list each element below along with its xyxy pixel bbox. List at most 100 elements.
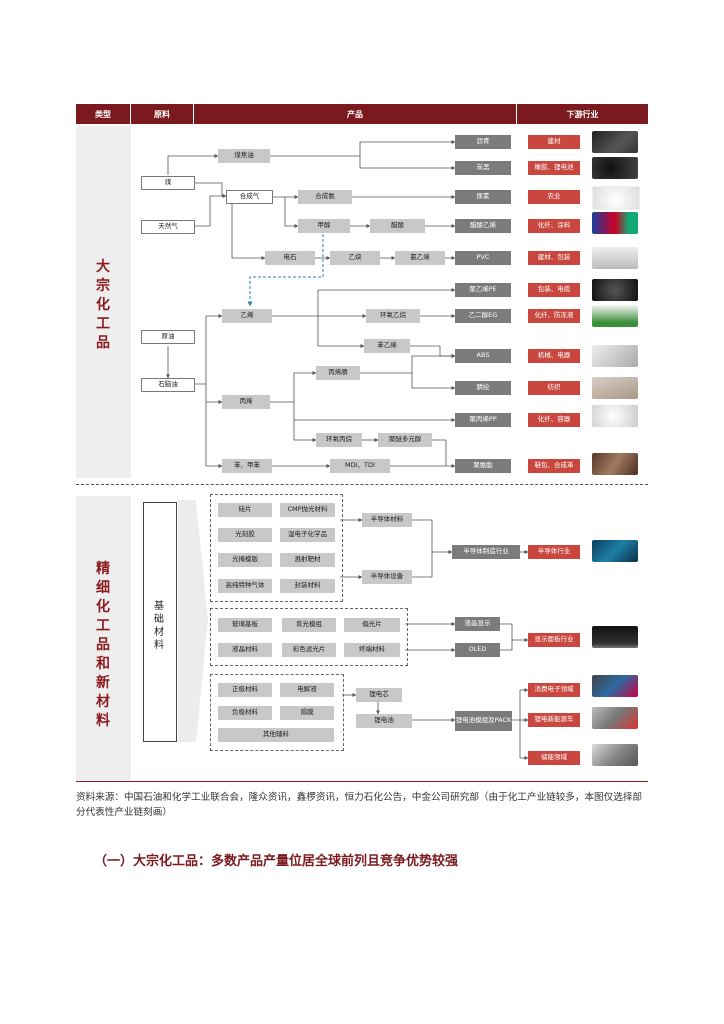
node-acetylene: 乙炔: [330, 251, 380, 265]
product-abs: ABS: [455, 349, 511, 363]
downstream-9: 化纤、容器: [528, 413, 580, 427]
node-acetic-acid: 醋酸: [370, 219, 425, 233]
fine-semi-manufacturing: 半导体制造行业: [452, 545, 520, 559]
fine-battery: 锂电池: [356, 714, 412, 728]
sidebar-fine: [76, 496, 131, 780]
fine-semi-industry: 半导体行业: [528, 545, 580, 559]
node-propylene-oxide: 环氧丙烷: [316, 433, 362, 447]
fine-lcd: 液晶显示: [455, 617, 500, 631]
source-divider: [76, 781, 648, 782]
downstream-5: 包装、电缆: [528, 283, 580, 297]
image-asphalt: [592, 131, 638, 153]
image-urea: [592, 186, 640, 210]
product-eg: 乙二醇EG: [455, 309, 511, 323]
product-asphalt: 沥青: [455, 135, 511, 149]
node-propylene: 丙烯: [222, 395, 270, 409]
fine-ev: 锂电新能源车: [528, 713, 580, 727]
fine-lc-material: 液晶材料: [218, 643, 272, 657]
product-pe: 聚乙烯PE: [455, 283, 511, 297]
image-cable-coil: [592, 279, 638, 301]
product-acrylic: 腈纶: [455, 381, 511, 395]
image-ev-battery: [592, 707, 638, 729]
downstream-6: 化纤、防冻液: [528, 309, 580, 323]
image-electronics: [592, 675, 638, 697]
downstream-1: 橡胶、锂电池: [528, 161, 580, 175]
fine-color-filter: 彩色滤光片: [282, 643, 336, 657]
fine-energy-storage: 储能领域: [528, 751, 580, 765]
node-natural-gas: 天然气: [141, 220, 195, 234]
group-battery: [210, 674, 344, 751]
downstream-8: 纺织: [528, 381, 580, 395]
downstream-3: 化纤、涂料: [528, 219, 580, 233]
group-semiconductor: [210, 494, 343, 602]
fine-semi-materials: 半导体材料: [362, 513, 412, 527]
fine-terminal-material: 终端材料: [344, 643, 400, 657]
section-heading: （一）大宗化工品：多数产品产量位居全球前列且竞争优势较强: [94, 854, 459, 869]
node-coal: 煤: [141, 176, 195, 190]
section-title-fine: 精细化工品和新材料: [96, 561, 110, 729]
fine-sputter-target: 溅射靶材: [280, 553, 335, 567]
fine-backlight: 背光模组: [282, 618, 336, 632]
source-note: 资料来源：中国石油和化学工业联合会，隆众资讯，鑫椤资讯，恒力石化公告，中金公司研…: [76, 792, 643, 818]
image-pvc-pipes: [592, 247, 638, 269]
product-carbon-black: 炭黑: [455, 161, 511, 175]
downstream-0: 建材: [528, 135, 580, 149]
fine-specialty-gas: 高纯特种气体: [218, 579, 272, 593]
node-crude: 原油: [141, 330, 195, 344]
image-monitor: [592, 626, 638, 648]
image-textile: [592, 377, 638, 399]
product-vinyl-acetate: 醋酸乙烯: [455, 219, 511, 233]
node-syngas: 合成气: [226, 190, 273, 204]
node-ethylene-oxide: 环氧乙烷: [366, 309, 420, 323]
sidebar-bulk: [76, 126, 131, 478]
node-styrene: 苯乙烯: [364, 339, 410, 353]
fine-display-industry: 显示面板行业: [528, 633, 580, 647]
image-antifreeze: [592, 305, 638, 327]
header-type: 类型: [76, 104, 130, 124]
downstream-4: 建材、包装: [528, 251, 580, 265]
header-product: 产品: [194, 104, 516, 124]
image-fiber-rolls: [592, 212, 638, 234]
fine-separator: 隔膜: [280, 706, 334, 720]
fine-glass-substrate: 玻璃基板: [218, 618, 272, 632]
header-downstream: 下游行业: [517, 104, 648, 124]
fine-electrolyte: 电解液: [280, 683, 334, 697]
fine-photoresist: 光刻胶: [218, 528, 272, 542]
downstream-10: 鞋包、合成革: [528, 459, 580, 473]
fine-auxiliary: 其他辅料: [218, 728, 334, 742]
fine-oled: OLED: [455, 643, 500, 657]
fine-cathode: 正极材料: [218, 683, 272, 697]
fine-battery-cell: 锂电芯: [356, 688, 402, 702]
fine-battery-pack: 锂电池模组及PACK: [455, 711, 512, 731]
section-title-bulk: 大宗化工品: [96, 259, 110, 351]
fine-consumer-electronics: 消费电子领域: [528, 683, 580, 697]
node-coal-tar: 煤焦油: [218, 149, 270, 163]
fine-semi-equipment: 半导体设备: [362, 570, 412, 584]
product-pp: 聚丙烯PP: [455, 413, 511, 427]
product-polyurethane: 聚氨酯: [455, 459, 511, 473]
downstream-7: 机械、电器: [528, 349, 580, 363]
fine-packaging: 封装材料: [280, 579, 335, 593]
fine-cmp: CMP抛光材料: [280, 503, 335, 517]
fine-anode: 负极材料: [218, 706, 272, 720]
image-abs-parts: [592, 345, 638, 367]
fine-wet-chemicals: 湿电子化学品: [280, 528, 335, 542]
node-mdi-tdi: MDI、TDI: [330, 459, 390, 473]
header-raw: 原料: [131, 104, 193, 124]
image-chip: [592, 540, 638, 562]
image-leather: [592, 453, 638, 475]
product-pvc: PVC: [455, 251, 511, 265]
node-acrylonitrile: 丙烯腈: [316, 366, 360, 380]
basic-materials-box: [143, 502, 177, 742]
fine-silicon-wafer: 硅片: [218, 503, 272, 517]
node-vinyl-chloride: 氯乙烯: [395, 251, 445, 265]
node-ethylene: 乙烯: [222, 309, 272, 323]
node-calcium-carbide: 电石: [265, 251, 315, 265]
image-storage: [592, 744, 638, 766]
node-methanol: 甲醇: [298, 219, 350, 233]
image-pp-bottle: [592, 405, 638, 427]
node-syn-ammonia: 合成氨: [298, 190, 352, 204]
product-urea: 尿素: [455, 190, 511, 204]
node-naphtha: 石脑油: [141, 378, 195, 392]
